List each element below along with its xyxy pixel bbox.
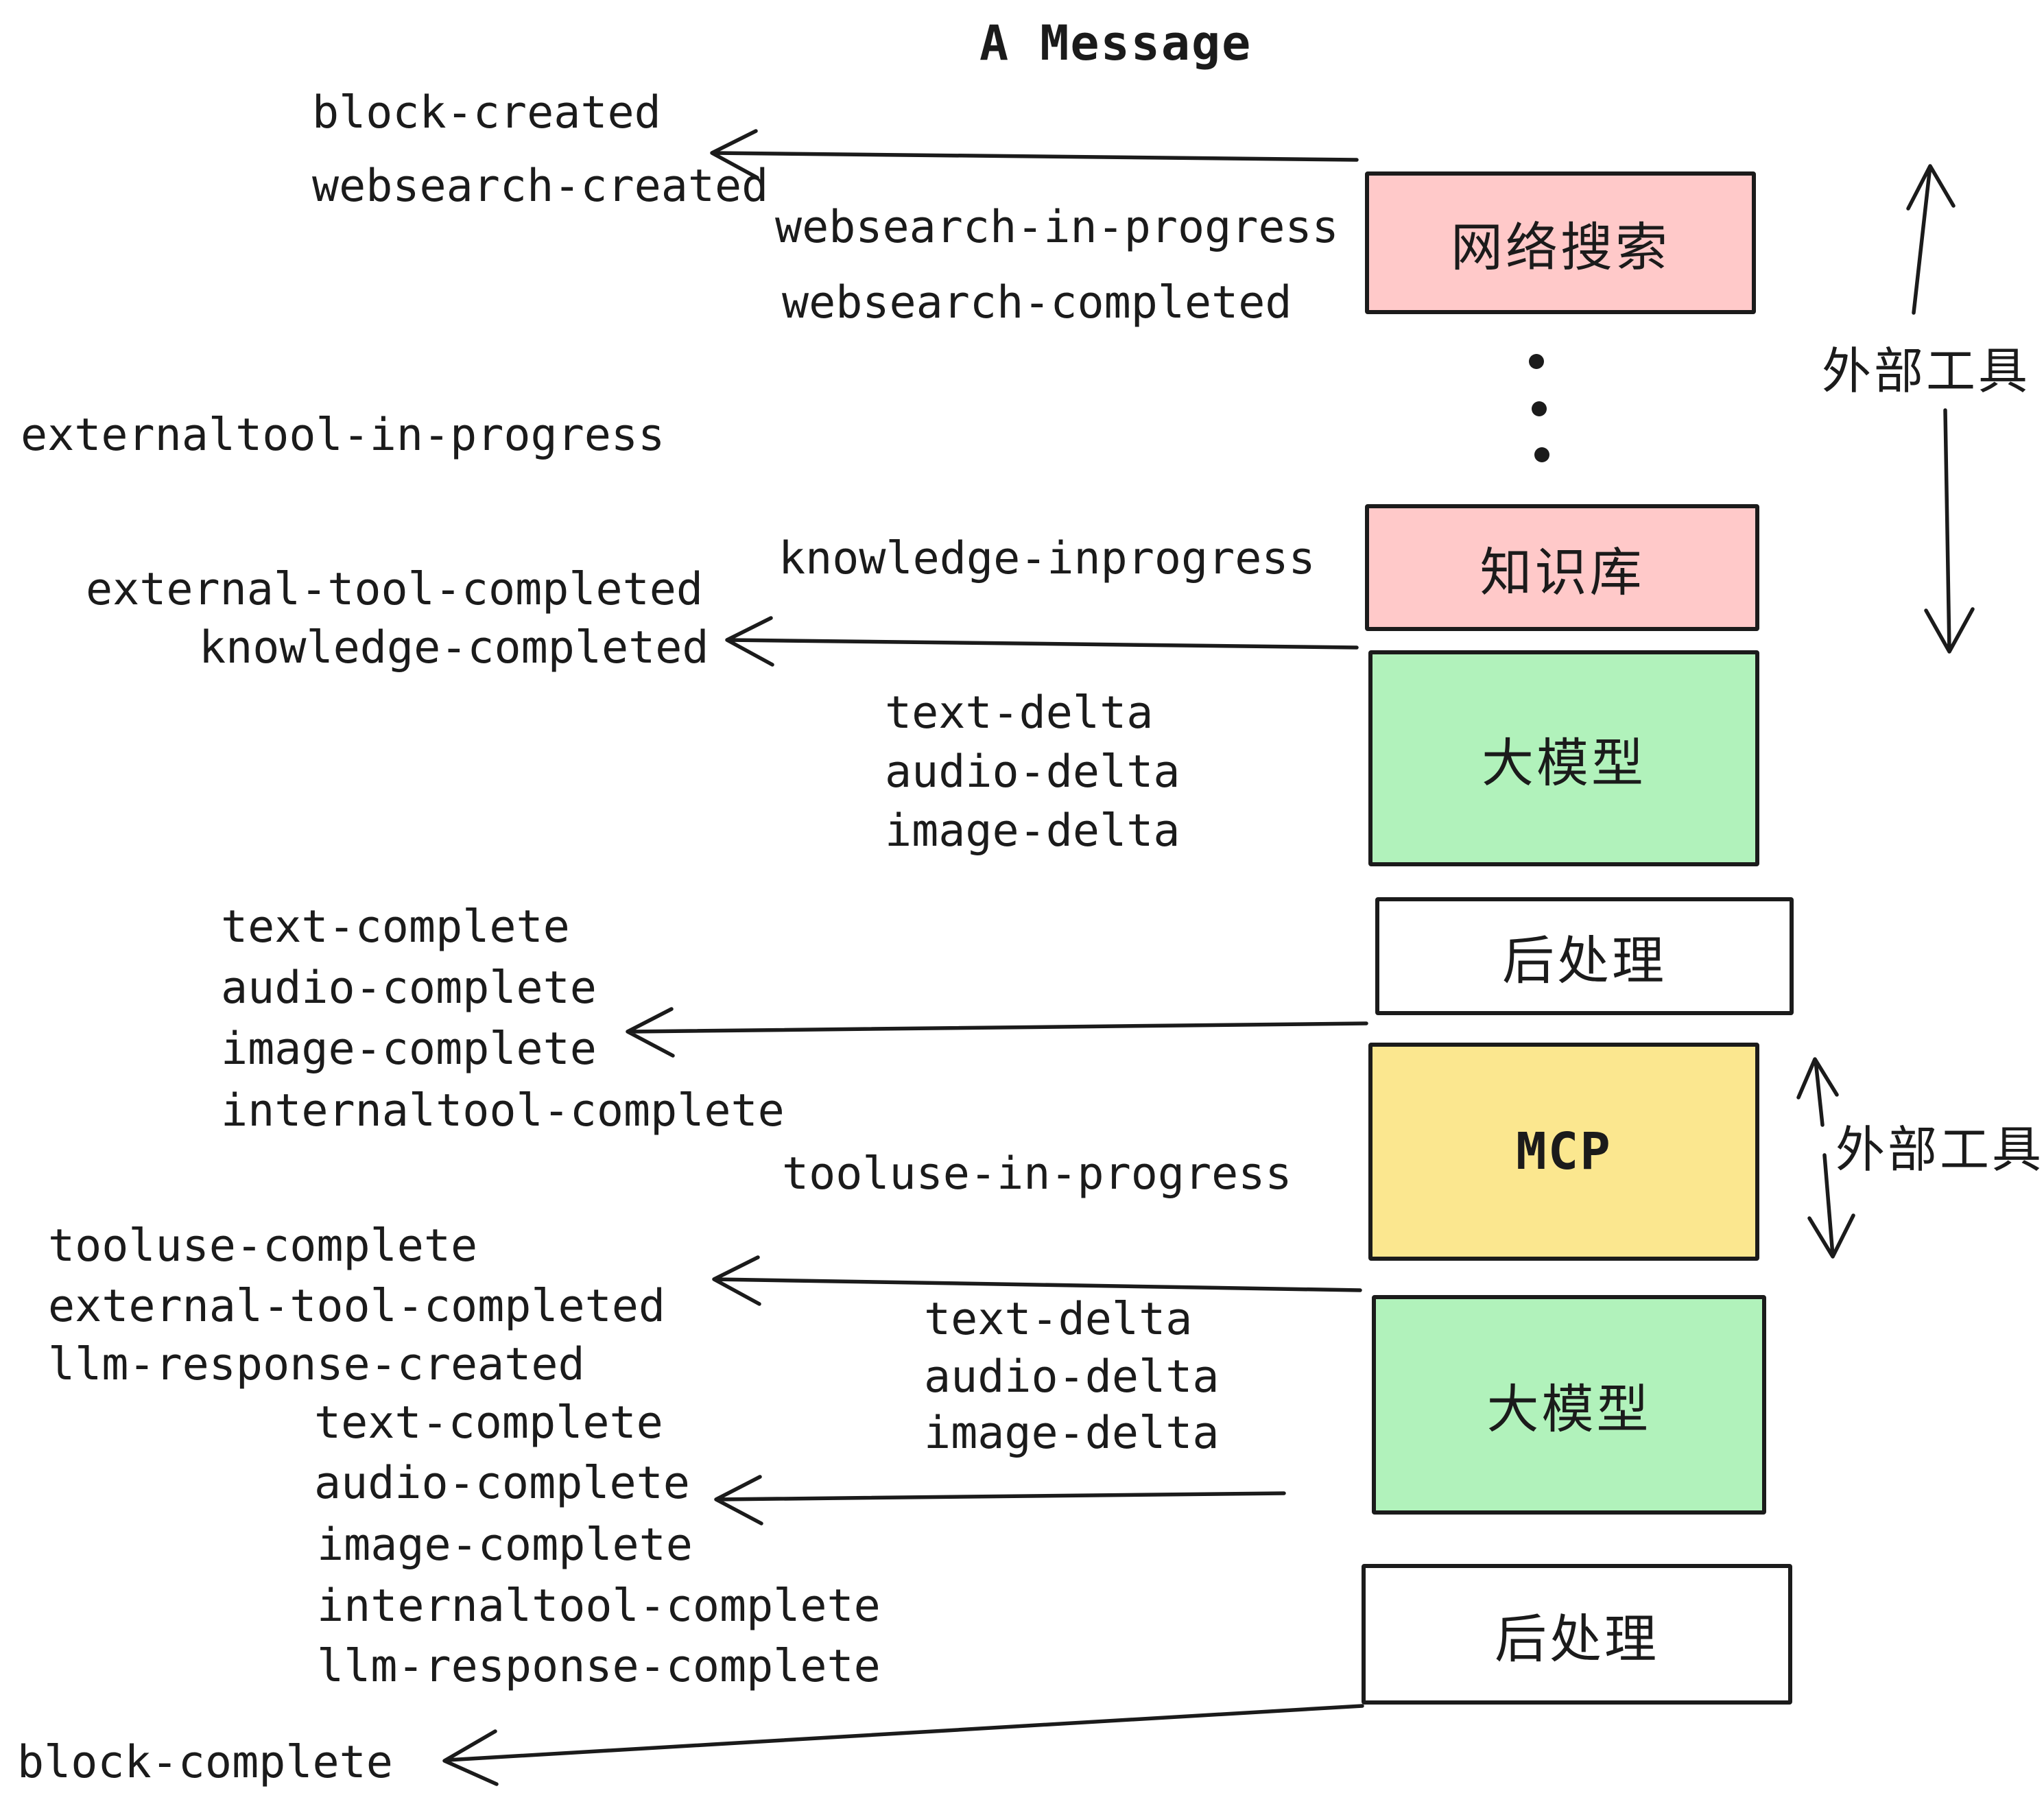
arrow-left-block-complete-icon xyxy=(442,1704,1364,1786)
event-label-internaltool-complete-2: internaltool-complete xyxy=(317,1580,881,1632)
event-label-websearch-created: websearch-created xyxy=(312,161,769,212)
box-post-top: 后处理 xyxy=(1375,897,1794,1015)
arrow-up-external-tools-top-icon xyxy=(1906,164,1956,315)
event-label-audio-complete-2: audio-complete xyxy=(314,1458,690,1509)
ellipsis-dots-icon xyxy=(1529,354,1549,462)
annotation-external-tools-top: 外部工具 xyxy=(1822,342,2031,400)
event-label-knowledge-inprogress: knowledge-inprogress xyxy=(779,533,1316,584)
event-label-text-delta-2: text-delta xyxy=(924,1294,1193,1345)
arrow-left-image-complete-icon xyxy=(626,1007,1368,1058)
event-label-text-delta-1: text-delta xyxy=(885,687,1154,739)
event-label-websearch-completed: websearch-completed xyxy=(782,277,1292,329)
event-label-audio-delta-1: audio-delta xyxy=(885,746,1180,798)
event-label-image-complete-1: image-complete xyxy=(221,1023,597,1075)
event-label-internaltool-complete-1: internaltool-complete xyxy=(221,1085,785,1137)
annotation-external-tools-mcp: 外部工具 xyxy=(1835,1121,2044,1178)
arrow-left-knowledge-completed-icon xyxy=(725,616,1359,667)
event-label-llm-response-created: llm-response-created xyxy=(48,1339,585,1390)
event-label-image-delta-2: image-delta xyxy=(924,1408,1220,1459)
box-post-top-label: 后处理 xyxy=(1502,930,1667,991)
box-mcp-label: MCP xyxy=(1516,1122,1612,1181)
box-llm-top: 大模型 xyxy=(1368,650,1759,866)
arrow-left-audio-complete-icon xyxy=(714,1475,1286,1526)
box-post-bottom: 后处理 xyxy=(1362,1564,1792,1705)
box-websearch: 网络搜索 xyxy=(1365,171,1756,314)
box-llm-top-label: 大模型 xyxy=(1482,732,1646,794)
event-label-knowledge-completed: knowledge-completed xyxy=(199,622,709,674)
event-label-text-complete-1: text-complete xyxy=(221,901,570,953)
box-websearch-label: 网络搜索 xyxy=(1451,217,1670,278)
event-label-text-complete-2: text-complete xyxy=(314,1397,663,1449)
box-post-bottom-label: 后处理 xyxy=(1495,1608,1659,1670)
arrow-up-external-tools-mcp-icon xyxy=(1796,1057,1839,1127)
event-label-tooluse-in-progress: tooluse-in-progress xyxy=(782,1148,1292,1200)
event-label-block-created: block-created xyxy=(312,87,661,139)
event-label-external-tool-completed-2: external-tool-completed xyxy=(48,1281,666,1332)
box-llm-bottom-label: 大模型 xyxy=(1486,1379,1652,1440)
arrow-left-websearch-created-icon xyxy=(710,129,1359,180)
page-title: A Message xyxy=(979,15,1252,71)
event-label-block-complete: block-complete xyxy=(17,1737,393,1788)
box-llm-bottom: 大模型 xyxy=(1372,1295,1766,1515)
event-label-tooluse-complete: tooluse-complete xyxy=(48,1220,478,1272)
box-knowledge-label: 知识库 xyxy=(1479,541,1645,603)
event-label-image-complete-2: image-complete xyxy=(317,1519,693,1571)
event-label-llm-response-complete: llm-response-complete xyxy=(317,1641,881,1692)
event-label-external-tool-completed: external-tool-completed xyxy=(86,564,704,615)
event-label-externaltool-in-progress: externaltool-in-progress xyxy=(21,410,665,461)
event-label-image-delta-1: image-delta xyxy=(885,805,1180,857)
arrow-down-external-tools-top-icon xyxy=(1924,408,1975,654)
event-label-websearch-in-progress: websearch-in-progress xyxy=(775,202,1339,253)
box-knowledge: 知识库 xyxy=(1365,504,1759,631)
box-mcp: MCP xyxy=(1368,1043,1759,1261)
event-label-audio-complete-1: audio-complete xyxy=(221,962,597,1014)
event-label-audio-delta-2: audio-delta xyxy=(924,1351,1220,1403)
